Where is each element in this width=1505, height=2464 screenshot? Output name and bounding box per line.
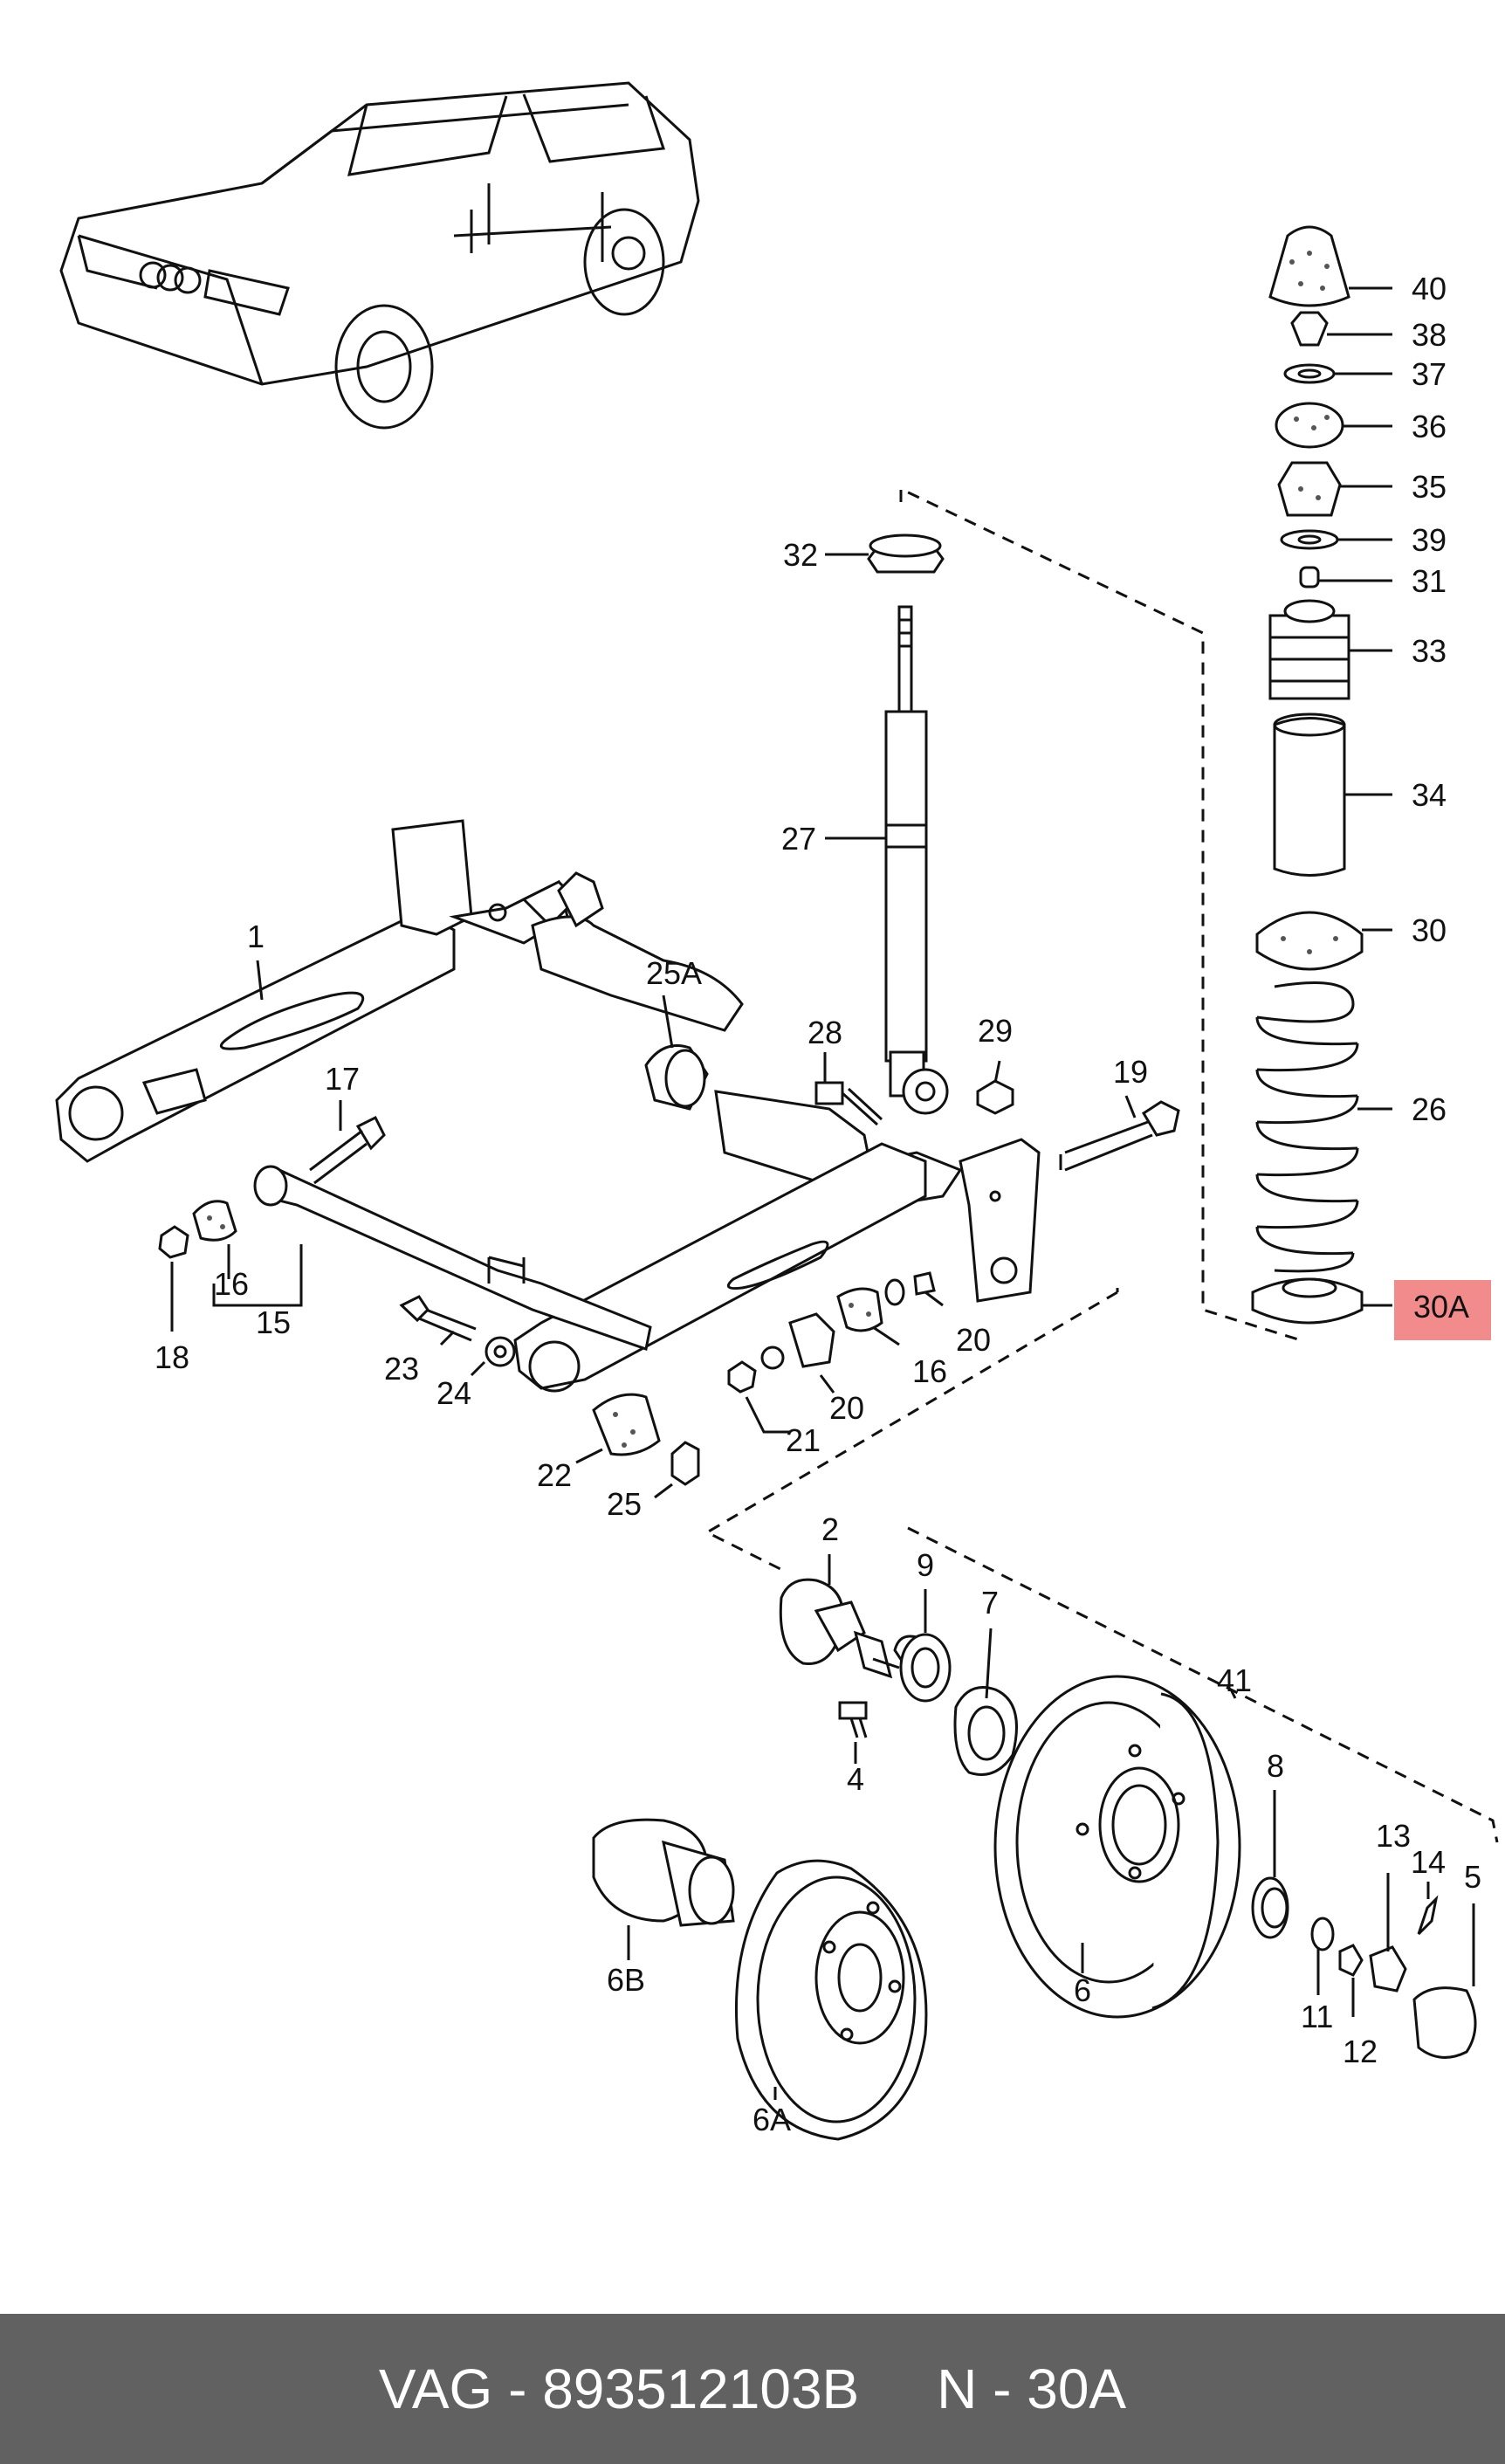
label-8: 8 [1267,1748,1284,1784]
label-1: 1 [247,919,265,954]
label-31: 31 [1412,563,1447,599]
label-30: 30 [1412,912,1447,948]
label-39: 39 [1412,522,1447,558]
parts-diagram: 40 38 37 36 35 39 31 33 34 30 26 30A 32 … [55,81,1499,2141]
label-13: 13 [1376,1818,1411,1854]
label-35: 35 [1412,469,1447,505]
leader-lines [170,286,1475,2100]
label-32: 32 [783,537,818,573]
label-7: 7 [981,1585,999,1621]
highlight-box [1394,1280,1491,1340]
label-28: 28 [807,1015,842,1050]
label-40: 40 [1412,271,1447,306]
label-16: 16 [214,1266,249,1302]
label-29: 29 [978,1013,1013,1049]
label-25A: 25A [646,955,702,991]
label-17: 17 [325,1061,360,1097]
label-34: 34 [1412,777,1447,813]
label-41: 41 [1217,1662,1252,1698]
label-20: 20 [956,1322,991,1358]
label-12: 12 [1343,2034,1378,2069]
strut-stack [1251,225,1364,1325]
label-24: 24 [436,1375,471,1411]
label-2: 2 [821,1511,839,1547]
label-6B: 6B [607,1962,645,1998]
label-11: 11 [1301,1999,1333,2034]
label-22: 22 [537,1457,572,1493]
label-30A: 30A [1413,1289,1469,1325]
car-illustration [59,81,700,430]
label-5: 5 [1464,1859,1481,1895]
label-6: 6 [1074,1972,1091,2008]
shock-absorber [867,533,949,1115]
footer-part-info: VAG - 893512103B N - 30A [378,2357,1127,2420]
label-4: 4 [847,1761,864,1797]
label-16: 16 [912,1353,947,1389]
hub-disc-group [592,1818,928,2141]
label-37: 37 [1412,356,1447,392]
label-23: 23 [384,1351,419,1387]
label-6A: 6A [752,2102,791,2137]
label-33: 33 [1412,633,1447,669]
label-9: 9 [917,1547,934,1583]
label-14: 14 [1411,1844,1446,1880]
label-25: 25 [607,1486,642,1522]
footer-bar: VAG - 893512103B N - 30A [0,2314,1505,2464]
label-21: 21 [786,1422,821,1458]
hardware [158,1079,1180,1486]
label-18: 18 [155,1339,189,1375]
label-19: 19 [1113,1054,1148,1090]
label-27: 27 [781,821,816,857]
hub-brake-group [779,1526,1499,2059]
label-38: 38 [1412,317,1447,353]
label-15: 15 [256,1304,291,1340]
label-26: 26 [1412,1091,1447,1127]
label-20: 20 [829,1390,864,1426]
axle-beam [55,819,1041,1393]
part-labels: 40 38 37 36 35 39 31 33 34 30 26 30A 32 … [155,271,1481,2137]
label-36: 36 [1412,409,1447,444]
